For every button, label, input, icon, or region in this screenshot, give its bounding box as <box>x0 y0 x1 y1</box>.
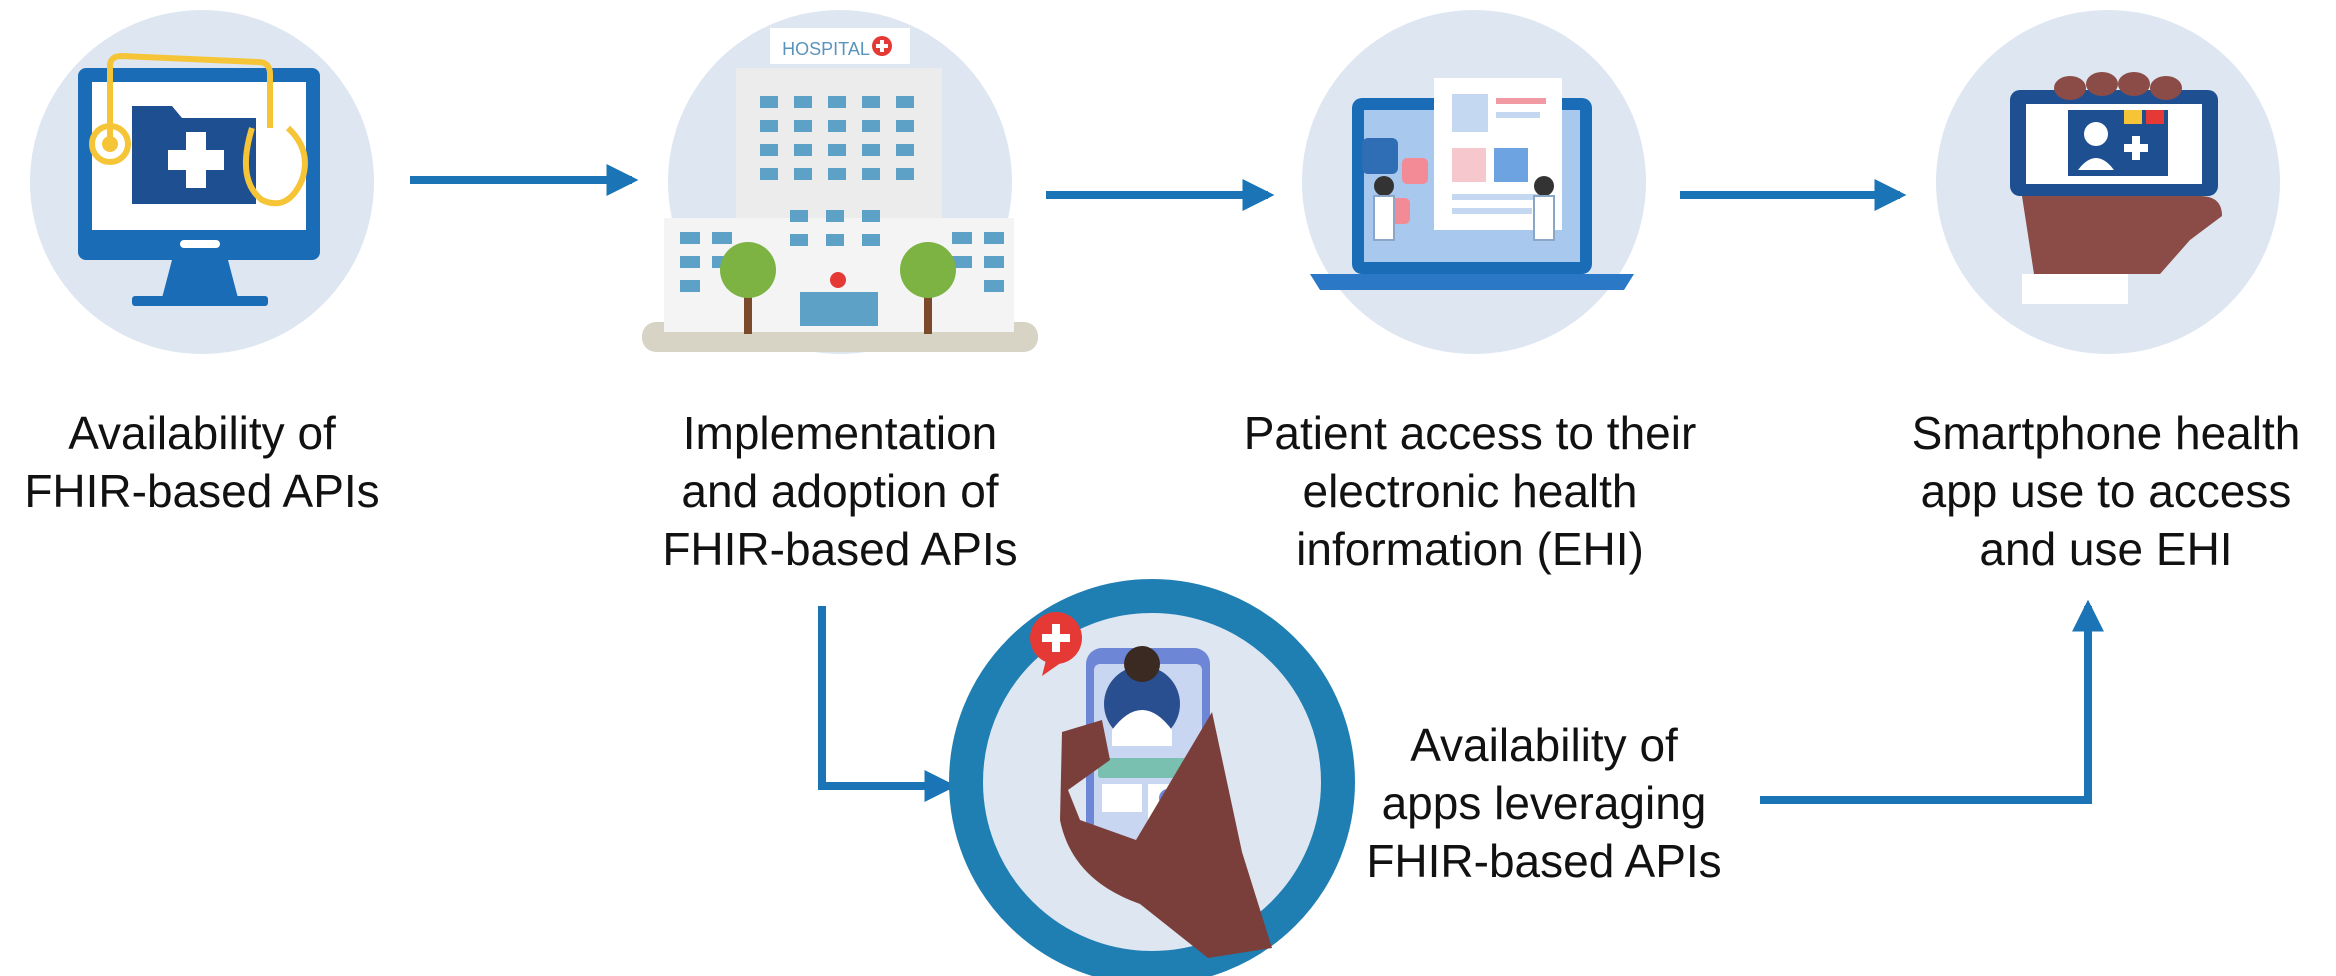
step-apps-label: Availability of apps leveraging FHIR-bas… <box>1366 719 1722 887</box>
laptop-patient-record-icon <box>1302 10 1646 354</box>
step-patient-access-label: Patient access to their electronic healt… <box>1243 407 1697 575</box>
step-implementation-label: Implementation and adoption of FHIR-base… <box>662 407 1018 575</box>
hospital-sign-text: HOSPITAL <box>782 39 870 59</box>
hospital-building-icon: HOSPITAL <box>642 10 1038 354</box>
arrow-apps-to-4 <box>1760 599 2104 804</box>
computer-monitor-icon <box>30 10 374 354</box>
step-availability-apis-label: Availability of FHIR-based APIs <box>24 407 380 517</box>
step-smartphone-use-label: Smartphone health app use to access and … <box>1911 407 2301 575</box>
arrow-2-to-apps <box>818 606 957 802</box>
hand-holding-smartphone-icon <box>1936 10 2280 354</box>
hand-holding-phone-doctor-app-icon <box>949 579 1355 976</box>
